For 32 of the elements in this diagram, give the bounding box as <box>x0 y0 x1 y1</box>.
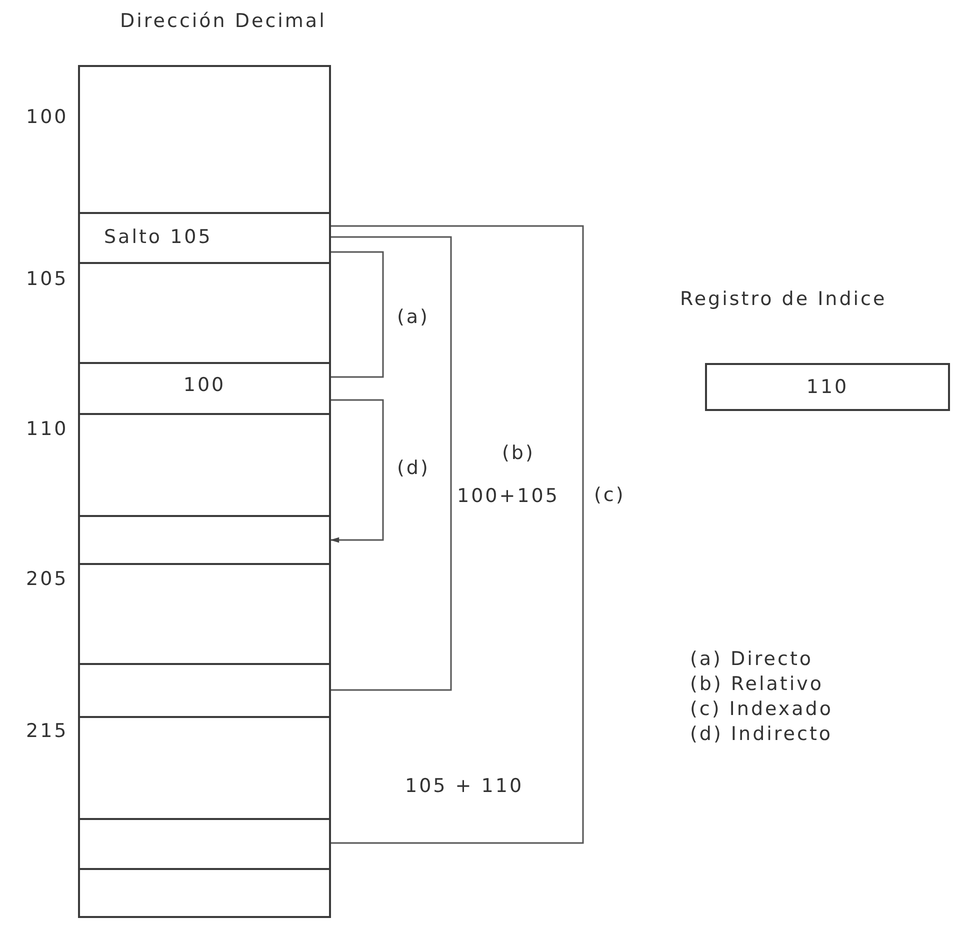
address-number: 100 <box>26 108 68 127</box>
register-heading: Registro de Indice <box>680 290 887 309</box>
column-heading: Dirección Decimal <box>120 12 326 31</box>
bracket-connector <box>331 225 584 844</box>
memory-cell <box>78 868 331 918</box>
sum-expression: 105 + 110 <box>405 777 524 796</box>
legend-entry: (c) Indexado <box>690 700 833 719</box>
bracket-connector <box>330 399 384 543</box>
memory-cell <box>78 563 331 665</box>
address-number: 110 <box>26 420 68 439</box>
address-number: 215 <box>26 722 68 741</box>
memory-cell <box>78 663 331 718</box>
legend-entry: (d) Indirecto <box>690 725 833 744</box>
address-number: 205 <box>26 570 68 589</box>
memory-cell <box>78 262 331 364</box>
memory-cell <box>78 65 331 214</box>
cell-text: Salto 105 <box>104 228 212 247</box>
address-number: 105 <box>26 270 68 289</box>
cell-text: 100 <box>182 376 227 395</box>
sum-expression: 100+105 <box>457 487 560 506</box>
memory-cell <box>78 716 331 820</box>
memory-cell <box>78 362 331 415</box>
memory-cell <box>78 413 331 517</box>
legend-entry: (b) Relativo <box>690 675 824 694</box>
legend-entry: (a) Directo <box>690 650 814 669</box>
memory-cell <box>78 515 331 565</box>
register-value: 110 <box>805 378 850 397</box>
bracket-connector <box>331 251 384 378</box>
memory-cell <box>78 818 331 870</box>
register-box <box>705 363 950 411</box>
memory-cell <box>78 212 331 264</box>
bracket-connector <box>331 236 452 691</box>
